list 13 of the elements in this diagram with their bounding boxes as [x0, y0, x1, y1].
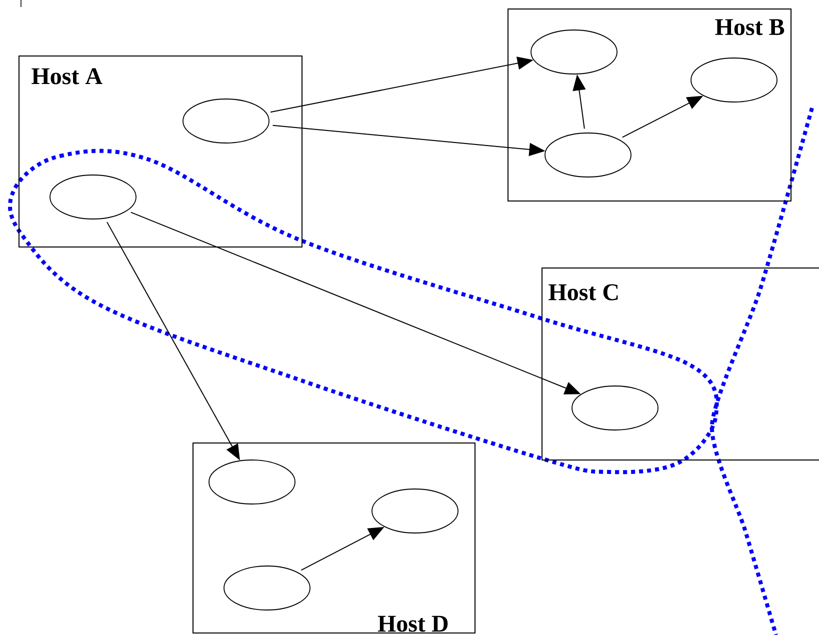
host-box: Host D — [192, 442, 476, 634]
process-ellipse — [224, 566, 310, 610]
process-ellipse — [530, 30, 618, 74]
process-ellipse — [208, 460, 296, 504]
process-ellipse — [372, 488, 458, 534]
process-ellipse — [690, 58, 778, 102]
process-ellipse — [544, 132, 632, 178]
process-ellipse — [50, 174, 136, 220]
host-box: Host A — [18, 56, 302, 248]
host-box: Host B — [508, 8, 792, 202]
host-box: Host C — [542, 268, 819, 460]
process-ellipse — [572, 386, 658, 430]
process-ellipse — [182, 98, 270, 144]
